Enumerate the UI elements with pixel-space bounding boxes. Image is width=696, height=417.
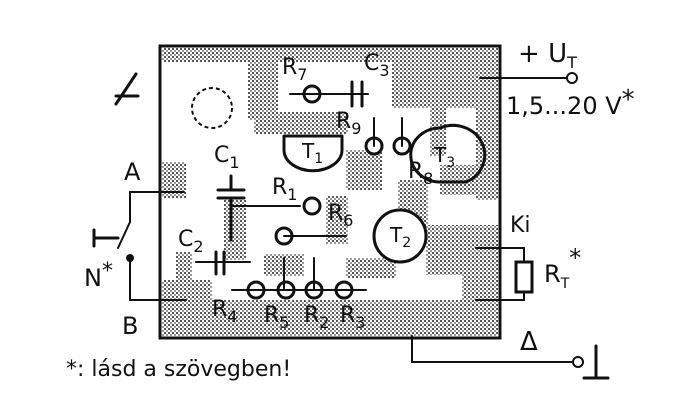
r2-label: R2 — [304, 303, 329, 332]
mounting-hole — [191, 87, 233, 129]
rt-label: RT* — [544, 244, 581, 292]
c3-label: C3 — [364, 51, 390, 80]
capacitor-c1 — [216, 174, 246, 242]
supply-terminal — [566, 72, 578, 84]
orientation-mark-icon — [114, 72, 140, 106]
switch-n-label: N* — [84, 259, 113, 292]
ground-terminal — [572, 356, 584, 368]
r5-label: R5 — [264, 303, 289, 332]
t3-label: T3 — [433, 143, 455, 171]
switch-wiring — [117, 191, 187, 301]
r7-label: R7 — [282, 55, 307, 84]
terminal-b-label: B — [122, 312, 138, 340]
pushbutton-icon — [92, 228, 120, 248]
switch-contact — [126, 254, 134, 262]
ground-lead — [411, 335, 573, 363]
t1-label: T1 — [301, 139, 323, 167]
supply-label: + UT 1,5...20 V* — [506, 39, 635, 120]
c1-label: C1 — [214, 143, 240, 172]
terminal-a-label: A — [124, 158, 141, 186]
t3-outline — [409, 123, 487, 184]
svg-text:+ UT: + UT — [518, 39, 577, 72]
r9-label: R9 — [336, 109, 361, 138]
r8-label: R8 — [408, 159, 433, 188]
ground-triangle-label: Δ — [520, 327, 538, 357]
t1-outline — [282, 134, 344, 173]
footnote: *: lásd a szövegben! — [66, 357, 291, 382]
output-ki-label: Ki — [510, 213, 531, 238]
t2-label: T2 — [389, 223, 411, 251]
rt-resistor — [514, 260, 534, 294]
svg-text:1,5...20 V*: 1,5...20 V* — [506, 85, 635, 120]
r3-label: R3 — [340, 303, 365, 332]
capacitor-c2 — [214, 250, 226, 276]
t2-outline — [372, 208, 428, 264]
r4-label: R4 — [212, 297, 237, 326]
r1-label: R1 — [272, 175, 297, 204]
c2-label: C2 — [178, 227, 204, 256]
r6-label: R6 — [328, 201, 353, 230]
ground-icon — [582, 344, 610, 380]
capacitor-c3 — [350, 80, 364, 108]
